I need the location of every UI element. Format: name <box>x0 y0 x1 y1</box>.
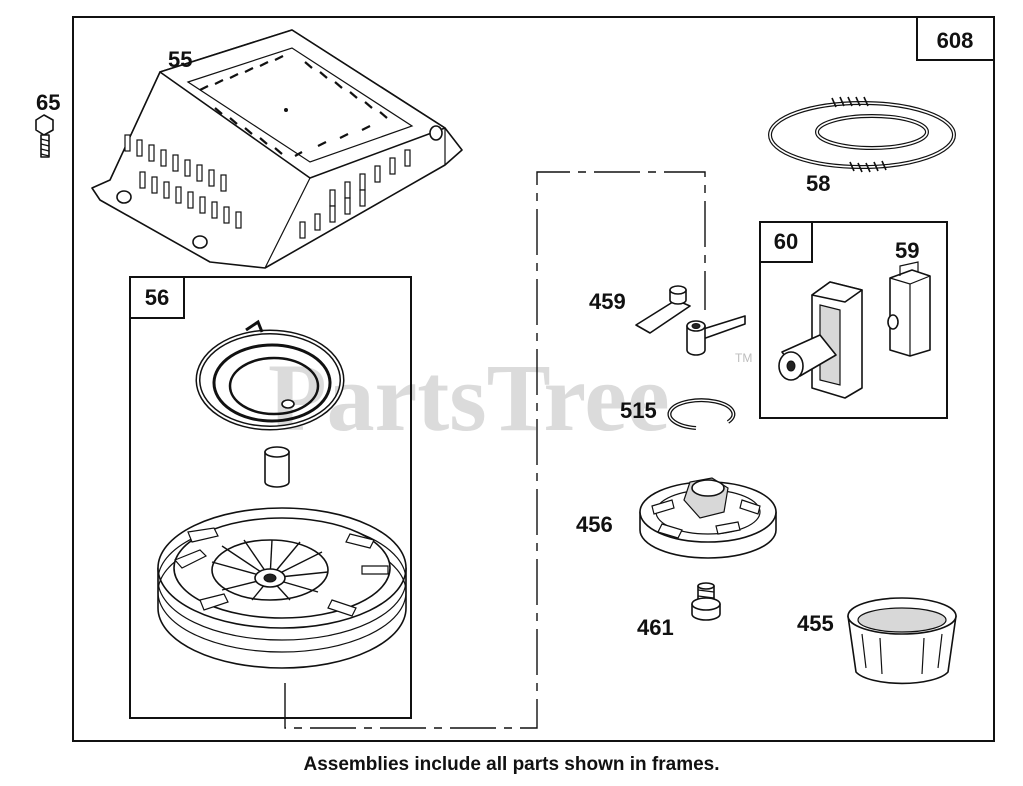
part-label-515: 515 <box>620 398 657 423</box>
part-461-screw <box>691 582 721 621</box>
part-label-456: 456 <box>576 512 613 537</box>
part-58-rope <box>768 96 956 173</box>
frame-608-number: 608 <box>937 28 974 53</box>
part-label-55: 55 <box>168 47 192 72</box>
part-label-461: 461 <box>637 615 674 640</box>
part-label-65: 65 <box>36 90 60 115</box>
part-60-handle <box>778 281 863 399</box>
part-455-cup <box>847 597 957 685</box>
part-456-ratchet <box>639 477 777 559</box>
frame-608: 608 <box>72 16 995 742</box>
part-label-459: 459 <box>589 289 626 314</box>
part-label-59: 59 <box>895 238 919 263</box>
frame-56: 56 <box>129 276 412 719</box>
part-65-bolt <box>35 114 54 158</box>
part-59-insert <box>887 261 931 357</box>
frame-608-border <box>72 16 995 742</box>
part-56-spacer <box>264 446 290 488</box>
part-55-blower-housing <box>91 29 463 269</box>
frame-56-border <box>129 276 412 719</box>
watermark-trademark: TM <box>735 351 752 365</box>
watermark: PartsTree TM <box>268 344 752 451</box>
part-label-58: 58 <box>806 171 830 196</box>
frame-60-number: 60 <box>774 229 798 254</box>
frame-60: 60 <box>759 221 948 419</box>
caption: Assemblies include all parts shown in fr… <box>303 754 720 775</box>
frame-60-border <box>759 221 948 419</box>
frame-56-number: 56 <box>145 285 169 310</box>
part-label-455: 455 <box>797 611 834 636</box>
part-labels: 55 65 58 59 459 515 456 461 455 <box>36 47 919 640</box>
part-56-spring <box>195 319 345 431</box>
part-56-pulley <box>157 507 407 669</box>
frame-608-tag <box>916 16 995 61</box>
frame-56-tag <box>129 276 185 319</box>
part-515-ring <box>667 398 736 430</box>
watermark-text: PartsTree <box>268 344 670 451</box>
assembly-connection-line <box>284 171 706 729</box>
part-459-dog <box>635 285 746 356</box>
frame-60-tag <box>759 221 813 263</box>
